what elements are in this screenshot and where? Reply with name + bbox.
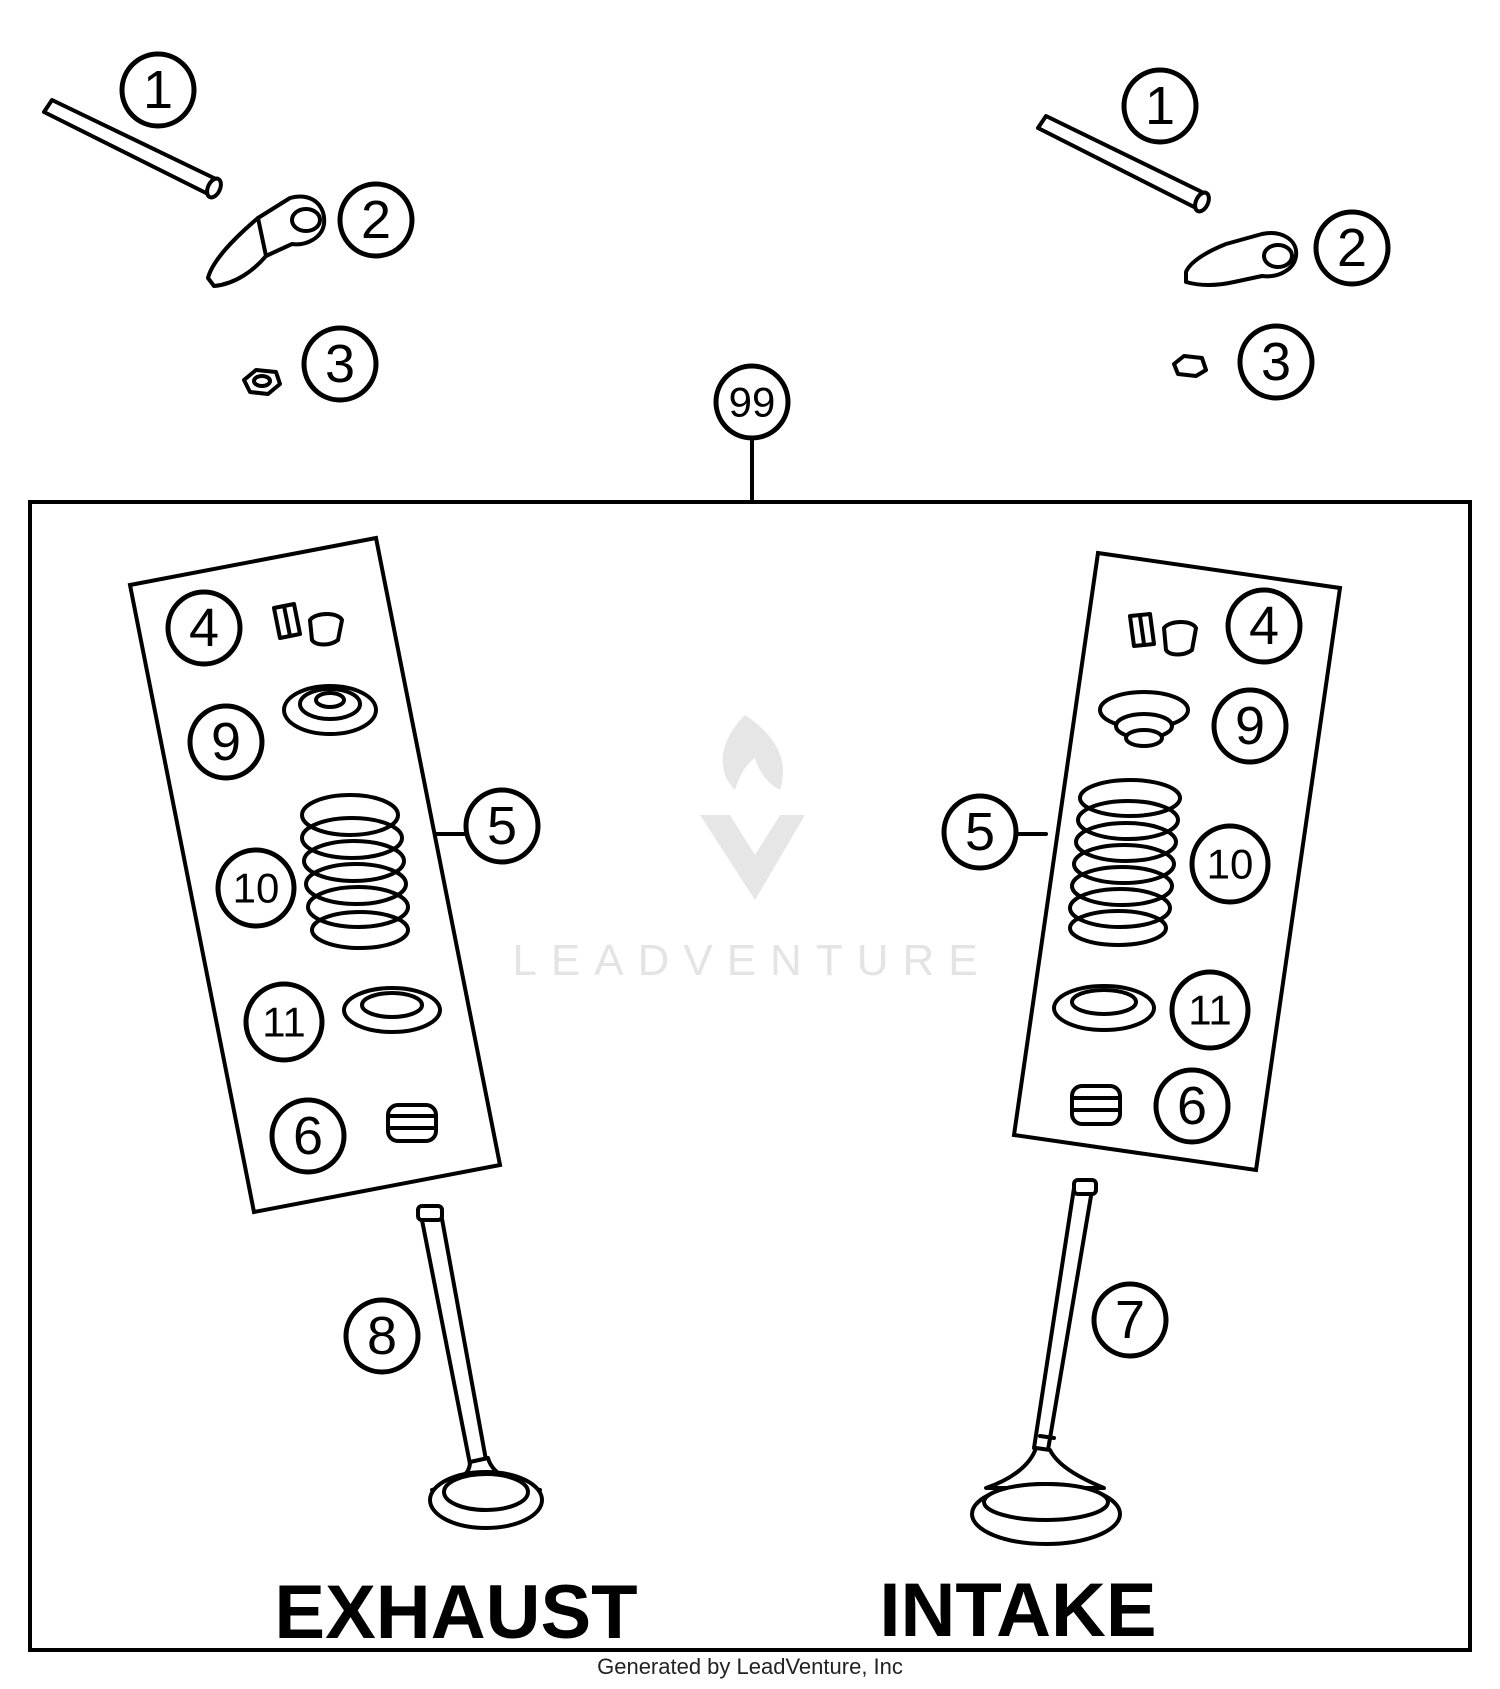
- svg-text:10: 10: [1207, 841, 1254, 888]
- callout-7: 7: [1091, 1281, 1169, 1359]
- svg-text:99: 99: [729, 379, 776, 426]
- callout-3-right: 3: [1237, 323, 1315, 401]
- svg-text:10: 10: [233, 865, 280, 912]
- callout-5-intake: 5: [941, 793, 1019, 871]
- svg-text:6: 6: [293, 1106, 323, 1166]
- exhaust-valve-stem-seal: [386, 1103, 438, 1143]
- callout-9-intake: 9: [1211, 687, 1289, 765]
- svg-text:9: 9: [211, 712, 241, 772]
- svg-text:8: 8: [367, 1306, 397, 1366]
- v-logo-icon: [700, 815, 805, 900]
- callout-2-left: 2: [337, 181, 415, 259]
- svg-text:4: 4: [1249, 596, 1279, 656]
- intake-rocker-arm: [1184, 231, 1299, 287]
- intake-valve-spring: [1068, 778, 1182, 947]
- callout-99: 99: [713, 363, 791, 441]
- svg-text:4: 4: [189, 598, 219, 658]
- svg-text:5: 5: [487, 796, 517, 856]
- callout-4-exhaust: 4: [165, 589, 243, 667]
- callout-10-intake: 10: [1189, 823, 1271, 905]
- credit-text: Generated by LeadVenture, Inc: [597, 1654, 903, 1679]
- exhaust-spring-retainer: [282, 684, 378, 736]
- svg-text:9: 9: [1235, 696, 1265, 756]
- svg-text:3: 3: [325, 334, 355, 394]
- intake-valve: [970, 1178, 1122, 1546]
- exhaust-adjuster-nut: [242, 368, 282, 396]
- callout-6-exhaust: 6: [269, 1097, 347, 1175]
- callout-4-intake: 4: [1225, 587, 1303, 665]
- callout-11-intake: 11: [1169, 969, 1251, 1051]
- svg-text:2: 2: [361, 190, 391, 250]
- exhaust-rocker-shaft: [42, 98, 223, 200]
- svg-text:11: 11: [1188, 987, 1232, 1034]
- svg-text:11: 11: [262, 999, 306, 1046]
- intake-adjuster-nut: [1172, 354, 1208, 378]
- callout-1-right: 1: [1121, 67, 1199, 145]
- intake-label: INTAKE: [879, 1568, 1156, 1653]
- callout-1-left: 1: [119, 51, 197, 129]
- intake-valve-stem-seal: [1070, 1084, 1122, 1126]
- exhaust-valve-keepers: [272, 602, 344, 647]
- svg-text:7: 7: [1115, 1290, 1145, 1350]
- callout-2-right: 2: [1313, 209, 1391, 287]
- kit-bracket-box: [28, 500, 1472, 1652]
- flame-logo-icon: [722, 715, 784, 790]
- svg-text:1: 1: [1145, 76, 1175, 136]
- intake-spring-seat: [1052, 984, 1156, 1032]
- leadventure-watermark: LEADVENTURE: [512, 715, 991, 985]
- watermark-brand: LEADVENTURE: [512, 936, 991, 985]
- svg-text:2: 2: [1337, 218, 1367, 278]
- svg-text:5: 5: [965, 802, 995, 862]
- callout-3-left: 3: [301, 325, 379, 403]
- intake-rocker-shaft: [1036, 114, 1211, 214]
- exhaust-valve: [416, 1204, 544, 1530]
- exhaust-spring-seat: [342, 986, 442, 1034]
- svg-text:6: 6: [1177, 1076, 1207, 1136]
- exhaust-label: EXHAUST: [274, 1570, 637, 1655]
- callout-9-exhaust: 9: [187, 703, 265, 781]
- exhaust-valve-spring: [300, 793, 410, 950]
- callout-5-exhaust: 5: [463, 787, 541, 865]
- svg-text:1: 1: [143, 60, 173, 120]
- exhaust-rocker-arm: [206, 194, 327, 288]
- svg-text:3: 3: [1261, 332, 1291, 392]
- callout-11-exhaust: 11: [243, 981, 325, 1063]
- intake-spring-retainer: [1098, 690, 1190, 748]
- callout-8: 8: [343, 1297, 421, 1375]
- callout-10-exhaust: 10: [215, 847, 297, 929]
- callout-6-intake: 6: [1153, 1067, 1231, 1145]
- intake-valve-keepers: [1128, 612, 1198, 657]
